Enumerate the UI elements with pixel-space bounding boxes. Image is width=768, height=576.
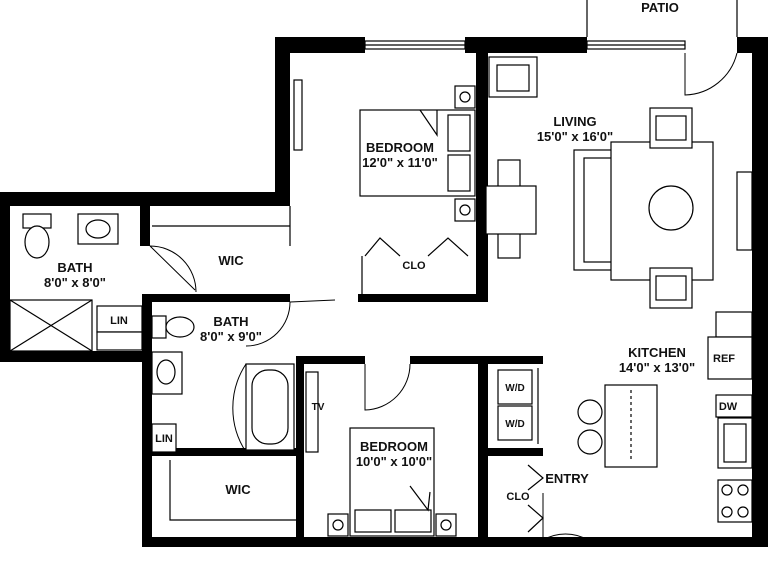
patio-area xyxy=(586,0,738,96)
kitchen-label: KITCHEN xyxy=(628,345,686,360)
lin-left-label: LIN xyxy=(110,315,128,327)
wic-bottom-label: WIC xyxy=(225,482,251,497)
wd-bottom-label: W/D xyxy=(505,419,524,430)
tv-label: TV xyxy=(312,402,325,413)
room-labels: PATIO LIVING 15'0" x 16'0" BEDROOM 12'0"… xyxy=(44,0,738,503)
living-furniture xyxy=(485,56,714,309)
bath-left-label: BATH xyxy=(57,260,92,275)
main-bedroom-bed xyxy=(359,85,476,222)
living-label: LIVING xyxy=(553,114,596,129)
bedroom-second-label: BEDROOM xyxy=(360,439,428,454)
closet-bifold-doors xyxy=(361,237,544,533)
clo-entry-label: CLO xyxy=(506,491,530,503)
doors xyxy=(149,245,589,541)
bath-left-size: 8'0" x 8'0" xyxy=(44,275,106,290)
clo-bedroom-label: CLO xyxy=(402,260,426,272)
bedroom-two-furniture xyxy=(169,371,457,537)
wic-top-label: WIC xyxy=(218,253,244,268)
washer-dryer xyxy=(497,368,539,444)
lin-center-label: LIN xyxy=(155,433,173,445)
bedroom-main-label: BEDROOM xyxy=(366,140,434,155)
left-bath-fixtures xyxy=(9,213,143,352)
kitchen-fixtures xyxy=(577,311,753,523)
bedroom-main-size: 12'0" x 11'0" xyxy=(362,155,438,170)
patio-label: PATIO xyxy=(641,0,679,15)
bath-center-size: 8'0" x 9'0" xyxy=(200,329,262,344)
entry-label: ENTRY xyxy=(545,471,589,486)
center-bath-fixtures xyxy=(151,315,296,453)
wd-top-label: W/D xyxy=(505,383,524,394)
bedroom-second-size: 10'0" x 10'0" xyxy=(356,454,432,469)
wic-top-shelving xyxy=(152,206,291,246)
walls xyxy=(0,37,768,547)
windows xyxy=(293,40,753,251)
living-size: 15'0" x 16'0" xyxy=(537,129,613,144)
bath-center-label: BATH xyxy=(213,314,248,329)
ref-label: REF xyxy=(713,353,735,365)
kitchen-size: 14'0" x 13'0" xyxy=(619,360,695,375)
dw-label: DW xyxy=(719,401,738,413)
